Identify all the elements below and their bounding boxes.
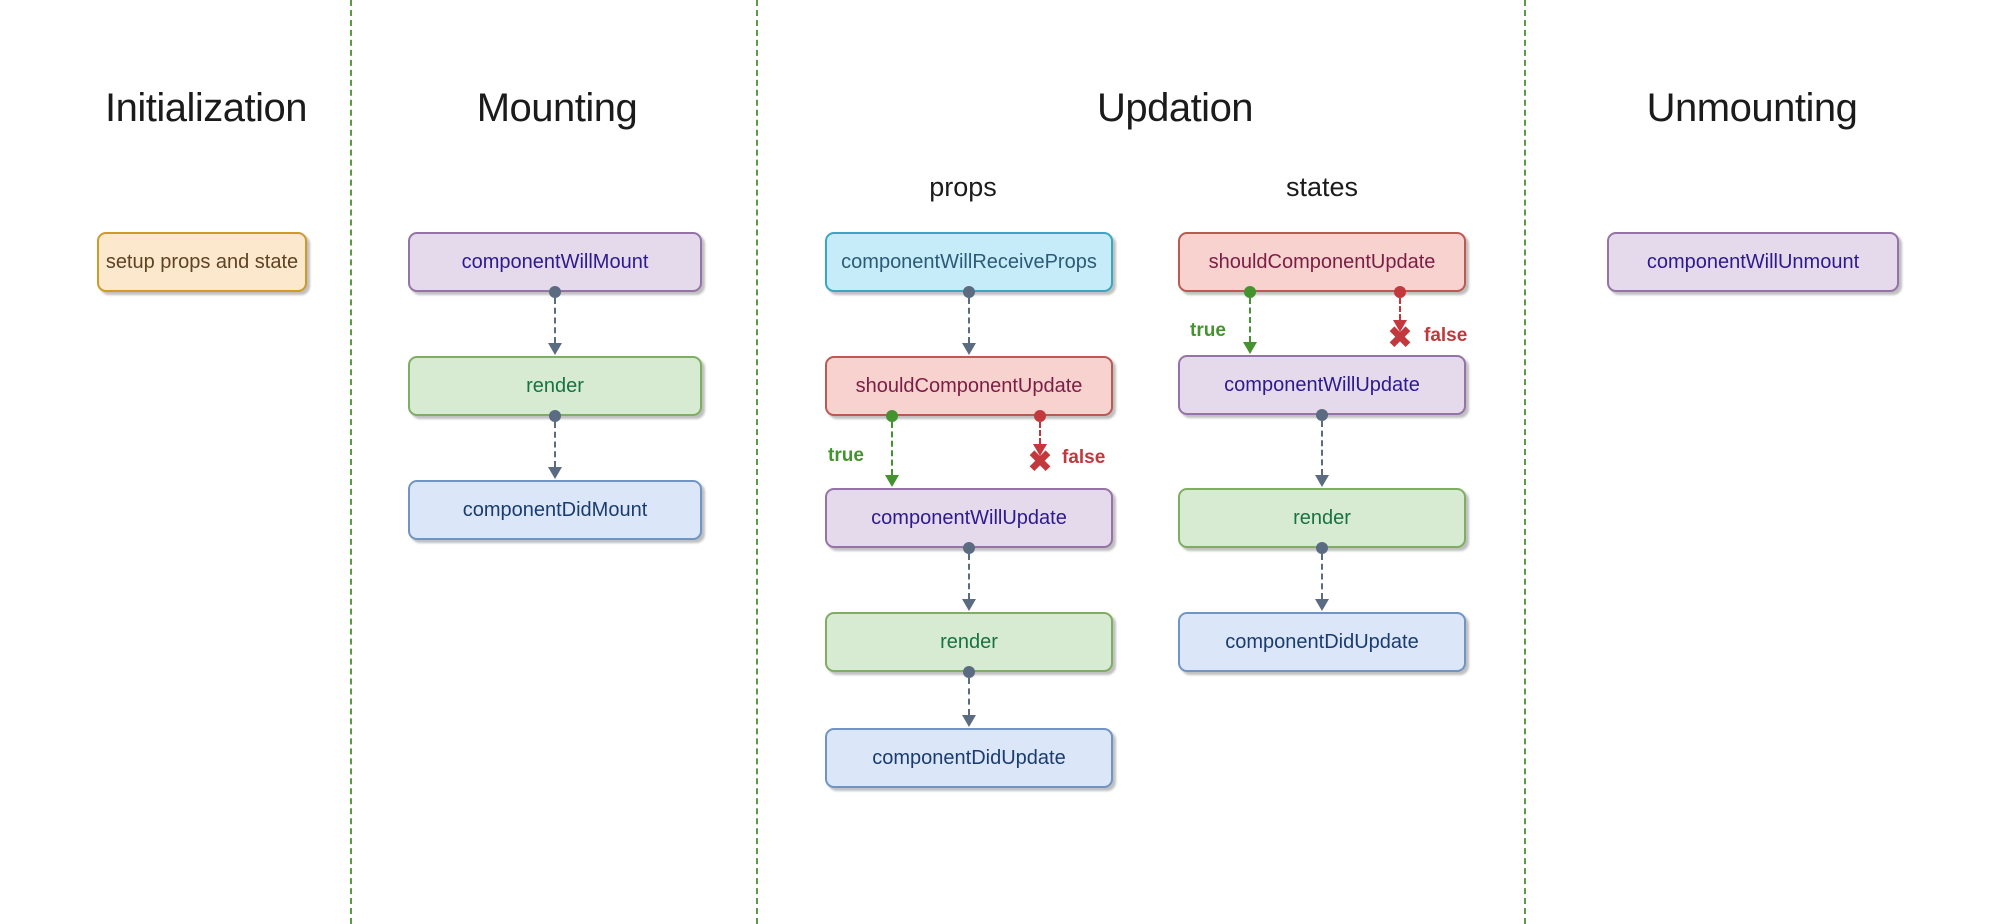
arrowhead-icon bbox=[1243, 342, 1257, 354]
arrow-dashed-line bbox=[1249, 298, 1251, 342]
lifecycle-box-label: componentWillUpdate bbox=[1224, 373, 1420, 396]
section-title-unmounting: Unmounting bbox=[1646, 86, 1858, 130]
lifecycle-box-label: shouldComponentUpdate bbox=[1208, 250, 1436, 273]
column-subtitle-states: states bbox=[1285, 172, 1359, 202]
arrow-origin-dot bbox=[886, 410, 898, 422]
section-divider bbox=[756, 0, 758, 924]
section-divider bbox=[1524, 0, 1526, 924]
branch-label-true-states: true bbox=[1190, 320, 1226, 341]
lifecycle-box-label: componentWillMount bbox=[461, 250, 649, 273]
flow-arrow bbox=[1313, 542, 1331, 611]
lifecycle-box-componentWillMount: componentWillMount bbox=[408, 232, 702, 292]
lifecycle-box-setup-props-and-state: setup props and state bbox=[97, 232, 307, 292]
arrow-dashed-line bbox=[1039, 422, 1041, 444]
arrow-origin-dot bbox=[549, 286, 561, 298]
arrowhead-icon bbox=[1033, 444, 1047, 456]
lifecycle-box-label: componentWillUpdate bbox=[871, 506, 1067, 529]
arrow-dashed-line bbox=[554, 298, 556, 343]
lifecycle-box-label: setup props and state bbox=[105, 250, 299, 273]
flow-arrow bbox=[960, 286, 978, 355]
flow-arrow bbox=[546, 286, 564, 355]
lifecycle-box-label: componentDidMount bbox=[462, 498, 648, 521]
arrow-dashed-line bbox=[1321, 554, 1323, 599]
flow-arrow bbox=[960, 542, 978, 611]
arrowhead-icon bbox=[548, 343, 562, 355]
lifecycle-box-label: componentDidUpdate bbox=[872, 746, 1066, 769]
arrowhead-icon bbox=[885, 475, 899, 487]
lifecycle-box-label: render bbox=[526, 374, 584, 397]
arrow-origin-dot bbox=[1244, 286, 1256, 298]
arrow-origin-dot bbox=[1316, 542, 1328, 554]
lifecycle-box-componentWillReceiveProps: componentWillReceiveProps bbox=[825, 232, 1113, 292]
flow-arrow-false-branch: ✖ bbox=[1027, 410, 1053, 477]
lifecycle-box-render-props: render bbox=[825, 612, 1113, 672]
arrow-origin-dot bbox=[1394, 286, 1406, 298]
flow-arrow-true-branch bbox=[883, 410, 901, 487]
lifecycle-box-componentWillUpdate-states: componentWillUpdate bbox=[1178, 355, 1466, 415]
arrow-origin-dot bbox=[963, 542, 975, 554]
lifecycle-box-render-mounting: render bbox=[408, 356, 702, 416]
arrowhead-icon bbox=[1315, 599, 1329, 611]
flow-arrow-true-branch bbox=[1241, 286, 1259, 354]
arrow-dashed-line bbox=[1399, 298, 1401, 320]
lifecycle-box-componentDidUpdate-states: componentDidUpdate bbox=[1178, 612, 1466, 672]
section-title-mounting: Mounting bbox=[476, 86, 638, 130]
section-divider bbox=[350, 0, 352, 924]
arrow-dashed-line bbox=[1321, 421, 1323, 475]
arrowhead-icon bbox=[962, 343, 976, 355]
arrow-dashed-line bbox=[554, 422, 556, 467]
arrow-dashed-line bbox=[968, 678, 970, 715]
arrow-dashed-line bbox=[968, 298, 970, 343]
section-title-initialization: Initialization bbox=[104, 86, 308, 130]
cross-icon: ✖ bbox=[1027, 444, 1053, 479]
section-title-updation: Updation bbox=[1096, 86, 1254, 130]
lifecycle-box-label: componentDidUpdate bbox=[1225, 630, 1419, 653]
arrow-origin-dot bbox=[963, 286, 975, 298]
arrow-origin-dot bbox=[1316, 409, 1328, 421]
lifecycle-box-label: componentWillReceiveProps bbox=[841, 250, 1097, 273]
lifecycle-box-label: shouldComponentUpdate bbox=[855, 374, 1083, 397]
lifecycle-box-render-states: render bbox=[1178, 488, 1466, 548]
arrowhead-icon bbox=[1393, 320, 1407, 332]
arrow-origin-dot bbox=[549, 410, 561, 422]
branch-label-false-states: false bbox=[1424, 325, 1468, 346]
lifecycle-box-label: render bbox=[1293, 506, 1351, 529]
arrowhead-icon bbox=[962, 715, 976, 727]
branch-label-true-props: true bbox=[828, 445, 864, 466]
arrow-dashed-line bbox=[968, 554, 970, 599]
lifecycle-box-componentDidUpdate-props: componentDidUpdate bbox=[825, 728, 1113, 788]
cross-icon: ✖ bbox=[1387, 320, 1413, 355]
flow-arrow-false-branch: ✖ bbox=[1387, 286, 1413, 353]
flow-arrow bbox=[1313, 409, 1331, 487]
arrowhead-icon bbox=[962, 599, 976, 611]
lifecycle-box-shouldComponentUpdate-states: shouldComponentUpdate bbox=[1178, 232, 1466, 292]
branch-label-false-props: false bbox=[1062, 447, 1106, 468]
column-subtitle-props: props bbox=[929, 172, 997, 202]
arrow-origin-dot bbox=[1034, 410, 1046, 422]
lifecycle-box-shouldComponentUpdate-props: shouldComponentUpdate bbox=[825, 356, 1113, 416]
flow-arrow bbox=[960, 666, 978, 727]
arrow-origin-dot bbox=[963, 666, 975, 678]
arrowhead-icon bbox=[548, 467, 562, 479]
lifecycle-box-componentDidMount: componentDidMount bbox=[408, 480, 702, 540]
lifecycle-box-componentWillUpdate-props: componentWillUpdate bbox=[825, 488, 1113, 548]
lifecycle-box-label: componentWillUnmount bbox=[1646, 250, 1860, 273]
lifecycle-box-label: render bbox=[940, 630, 998, 653]
flow-arrow bbox=[546, 410, 564, 479]
arrow-dashed-line bbox=[891, 422, 893, 475]
arrowhead-icon bbox=[1315, 475, 1329, 487]
lifecycle-box-componentWillUnmount: componentWillUnmount bbox=[1607, 232, 1899, 292]
